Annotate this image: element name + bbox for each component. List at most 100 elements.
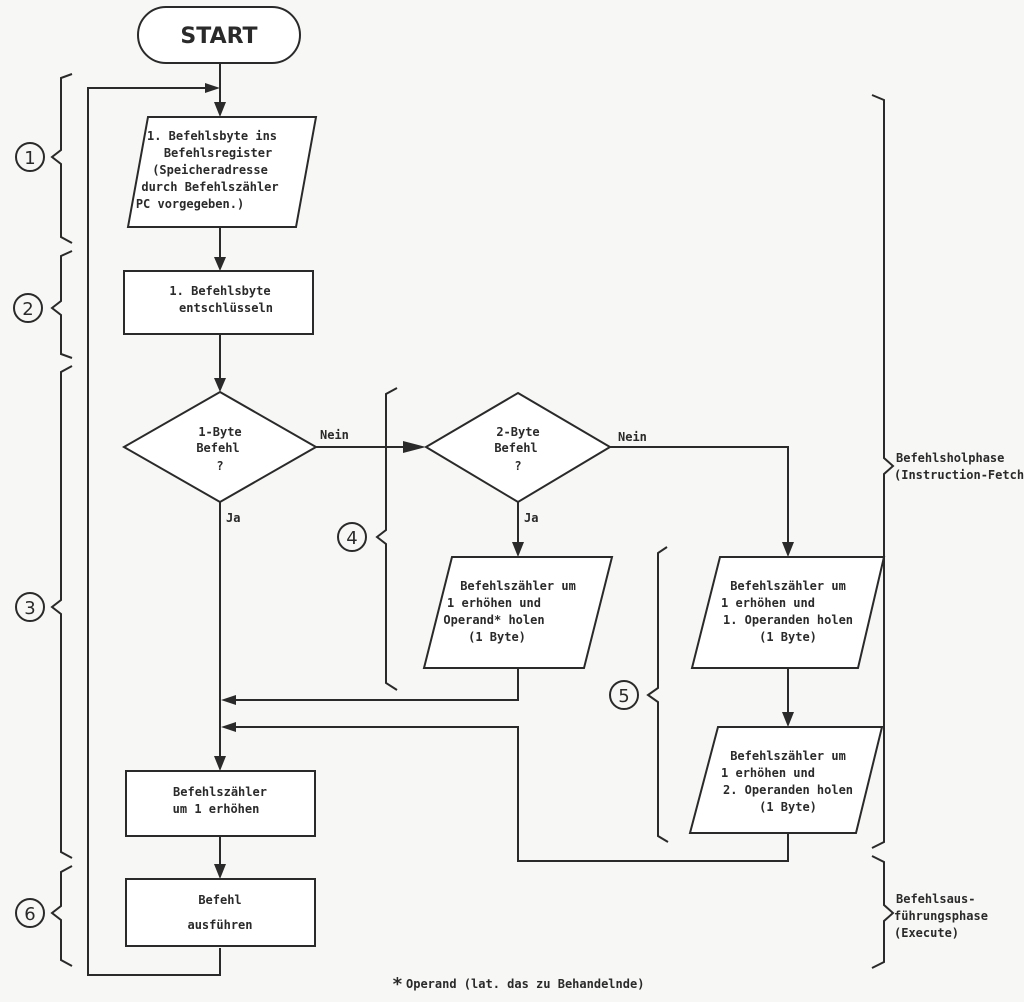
loop-back-line bbox=[87, 87, 221, 976]
fetch-text-line: durch Befehlszähler bbox=[141, 180, 278, 194]
execute-text-line: ausführen bbox=[187, 918, 252, 932]
operand2-shape bbox=[688, 726, 884, 834]
ja-label-1: Ja bbox=[226, 511, 240, 525]
connector-operand-return bbox=[234, 668, 519, 701]
decode-step: 1. Befehlsbyte entschlüsseln bbox=[123, 270, 314, 335]
operand-text-line: Befehlszähler um bbox=[460, 579, 576, 593]
arrow-head bbox=[214, 378, 226, 392]
decision-2byte-text: ? bbox=[514, 459, 521, 473]
increment-shape bbox=[125, 770, 316, 837]
decode-shape bbox=[123, 270, 314, 335]
decision-2byte: 2-Byte Befehl ? bbox=[424, 391, 612, 504]
execute-text-line: Befehl bbox=[198, 893, 241, 907]
arrow-head bbox=[214, 257, 226, 271]
arrow-head bbox=[512, 542, 524, 557]
decode-text-line: 1. Befehlsbyte bbox=[169, 284, 270, 298]
operand2-text-line: 1 erhöhen und bbox=[721, 766, 815, 780]
fetch-step: 1. Befehlsbyte ins Befehlsregister (Spei… bbox=[126, 116, 318, 228]
footnote-text: Operand (lat. das zu Behandelnde) bbox=[406, 977, 644, 991]
operand1-text-line: (1 Byte) bbox=[759, 630, 817, 644]
connector-nein2 bbox=[610, 446, 789, 545]
operand-shape bbox=[422, 556, 614, 669]
phase-circle bbox=[13, 293, 43, 323]
arrow-head bbox=[782, 542, 794, 557]
execute-phase-label: Befehlsaus- bbox=[896, 892, 975, 906]
start-terminal: START bbox=[137, 6, 301, 64]
bracket-phase-3 bbox=[50, 365, 73, 859]
operand1-text-line: 1. Operanden holen bbox=[723, 613, 853, 627]
arrow-head bbox=[403, 441, 426, 453]
start-label: START bbox=[180, 24, 257, 49]
connector-operand2-return bbox=[234, 726, 789, 862]
decision-2byte-text: Befehl bbox=[494, 441, 537, 455]
phase-number-label: 1 bbox=[24, 148, 35, 169]
phase-circle bbox=[15, 142, 45, 172]
operand-text-line: Operand* holen bbox=[443, 613, 544, 627]
operand2-text-line: Befehlszähler um bbox=[730, 749, 846, 763]
decision-1byte: 1-Byte Befehl ? bbox=[121, 390, 319, 504]
fetch-text-line: Befehlsregister bbox=[164, 146, 272, 160]
arrow-head bbox=[214, 864, 226, 879]
arrow-head bbox=[214, 102, 226, 117]
footnote-mark: * bbox=[392, 974, 403, 995]
increment-text-line: um 1 erhöhen bbox=[173, 802, 260, 816]
phase-circle bbox=[609, 680, 639, 710]
nein-label-1: Nein bbox=[320, 428, 349, 442]
phase-number-5: 5 bbox=[609, 680, 639, 710]
arrow-head bbox=[205, 83, 220, 93]
fetch-text-line: PC vorgegeben.) bbox=[136, 197, 244, 211]
phase-number-label: 4 bbox=[346, 528, 357, 549]
phase-number-label: 3 bbox=[24, 598, 35, 619]
operand1-step: Befehlszähler um 1 erhöhen und 1. Operan… bbox=[690, 556, 886, 669]
bracket-phase-1 bbox=[50, 73, 73, 244]
bracket-phase-5 bbox=[646, 546, 669, 843]
decision-1byte-text: Befehl bbox=[196, 441, 239, 455]
fetch-text-line: (Speicheradresse bbox=[152, 163, 268, 177]
operand2-text-line: (1 Byte) bbox=[759, 800, 817, 814]
execute-phase-label: (Execute) bbox=[894, 926, 959, 940]
bracket-execute-phase bbox=[871, 855, 895, 969]
fetch-shape bbox=[126, 116, 318, 228]
increment-text-line: Befehlszähler bbox=[173, 785, 267, 799]
decode-text-line: entschlüsseln bbox=[179, 301, 273, 315]
phase-number-6: 6 bbox=[15, 898, 45, 928]
bracket-phase-4 bbox=[375, 387, 398, 691]
operand-step: Befehlszähler um 1 erhöhen und Operand* … bbox=[422, 556, 614, 669]
execute-phase-label: führungsphase bbox=[894, 909, 988, 923]
phase-number-label: 2 bbox=[22, 299, 33, 320]
phase-number-1: 1 bbox=[15, 142, 45, 172]
fetch-phase-label: Befehlsholphase bbox=[896, 451, 1004, 465]
operand1-text-line: Befehlszähler um bbox=[730, 579, 846, 593]
phase-circle bbox=[337, 522, 367, 552]
nein-label-2: Nein bbox=[618, 430, 647, 444]
operand-text-line: (1 Byte) bbox=[468, 630, 526, 644]
execute-shape bbox=[125, 878, 316, 947]
operand1-text-line: 1 erhöhen und bbox=[721, 596, 815, 610]
bracket-fetch-phase bbox=[871, 94, 895, 849]
fetch-text-line: 1. Befehlsbyte ins bbox=[147, 129, 277, 143]
arrow-head bbox=[214, 756, 226, 771]
phase-number-3: 3 bbox=[15, 592, 45, 622]
ja-label-2: Ja bbox=[524, 511, 538, 525]
increment-step: Befehlszähler um 1 erhöhen bbox=[125, 770, 316, 837]
arrow-head bbox=[782, 712, 794, 727]
execute-step: Befehl ausführen bbox=[125, 878, 316, 947]
arrow-head bbox=[221, 722, 236, 732]
phase-number-label: 5 bbox=[618, 686, 629, 707]
phase-circle bbox=[15, 592, 45, 622]
bracket-phase-2 bbox=[50, 250, 73, 359]
phase-number-4: 4 bbox=[337, 522, 367, 552]
operand2-text-line: 2. Operanden holen bbox=[723, 783, 853, 797]
operand2-step: Befehlszähler um 1 erhöhen und 2. Operan… bbox=[688, 726, 884, 834]
decision-2byte-text: 2-Byte bbox=[496, 425, 539, 439]
operand1-shape bbox=[690, 556, 886, 669]
phase-number-label: 6 bbox=[24, 904, 35, 925]
operand-text-line: 1 erhöhen und bbox=[447, 596, 541, 610]
arrow-head bbox=[221, 695, 236, 705]
bracket-phase-6 bbox=[50, 865, 73, 967]
fetch-phase-label: (Instruction-Fetch) bbox=[894, 468, 1024, 482]
phase-number-2: 2 bbox=[13, 293, 43, 323]
decision-1byte-text: ? bbox=[216, 459, 223, 473]
